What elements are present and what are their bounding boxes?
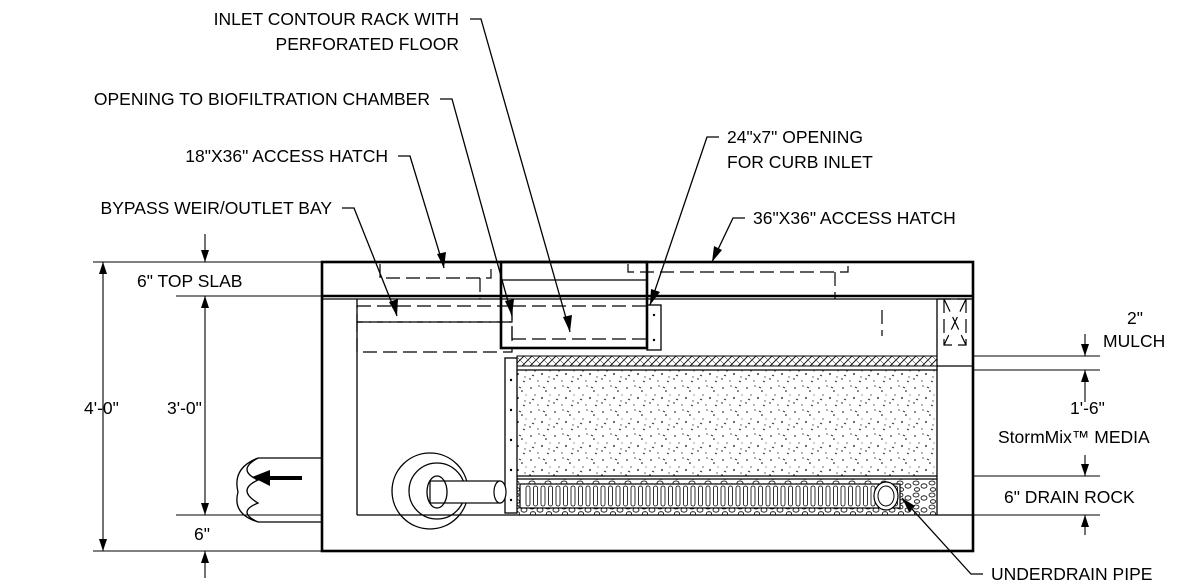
dim-mulch-label: MULCH (1103, 331, 1165, 351)
label-inlet-rack-2: PERFORATED FLOOR (276, 34, 459, 54)
leader-lines (342, 18, 983, 575)
pipe-corrugation (720, 485, 726, 507)
pipe-corrugation (825, 485, 831, 507)
pipe-corrugation (540, 485, 546, 507)
pipe-corrugation (758, 485, 763, 507)
dimension-lines (93, 234, 1100, 578)
pipe-corrugation (645, 485, 651, 507)
dim-bottom-slab: 6" (194, 524, 210, 544)
pipe-corrugation (533, 485, 538, 507)
curb-inlet-box (499, 260, 662, 351)
pipe-corrugation (585, 485, 591, 507)
pipe-corrugation (630, 485, 636, 507)
pipe-corrugation (788, 485, 793, 507)
dim-media-thickness: 1'-6" (1070, 398, 1105, 418)
underdrain-pipe (519, 481, 901, 511)
pipe-corrugation (675, 485, 681, 507)
label-access-hatch-36x36: 36"X36" ACCESS HATCH (753, 208, 956, 228)
label-inlet-rack-1: INLET CONTOUR RACK WITH (214, 9, 459, 29)
label-opening-biofiltration: OPENING TO BIOFILTRATION CHAMBER (94, 89, 430, 109)
pipe-corrugation (750, 485, 756, 507)
pipe-corrugation (728, 485, 733, 507)
dim-mulch-thickness: 2" (1127, 308, 1143, 328)
pipe-corrugation (653, 485, 658, 507)
pipe-corrugation (810, 485, 816, 507)
dim-overall-height: 4'-0" (84, 398, 119, 418)
label-curb-opening-2: FOR CURB INLET (727, 152, 873, 172)
pipe-corrugation (773, 485, 778, 507)
pipe-corrugation (690, 485, 696, 507)
pipe-corrugation (705, 485, 711, 507)
dim-media-label: StormMix™ MEDIA (998, 427, 1150, 447)
label-access-hatch-18x36: 18"X36" ACCESS HATCH (185, 146, 388, 166)
pipe-corrugation (818, 485, 823, 507)
pipe-corrugation (578, 485, 583, 507)
pipe-corrugation (570, 485, 576, 507)
pipe-corrugation (615, 485, 621, 507)
dim-chamber-height: 3'-0" (167, 398, 202, 418)
pipe-corrugation (555, 485, 561, 507)
pipe-corrugation (743, 485, 748, 507)
pipe-corrugation (765, 485, 771, 507)
pipe-corrugation (713, 485, 718, 507)
pipe-corrugation (833, 485, 838, 507)
pipe-corrugation (735, 485, 741, 507)
pipe-corrugation (855, 485, 861, 507)
pipe-corrugation (608, 485, 613, 507)
pipe-corrugation (525, 485, 531, 507)
pipe-corrugation (803, 485, 808, 507)
pipe-corrugation (548, 485, 553, 507)
pipe-corrugation (795, 485, 801, 507)
dim-top-slab: 6" TOP SLAB (137, 271, 242, 291)
pipe-corrugation (660, 485, 666, 507)
label-curb-opening-1: 24"x7" OPENING (727, 127, 863, 147)
pipe-corrugation (780, 485, 786, 507)
label-bypass-weir: BYPASS WEIR/OUTLET BAY (101, 198, 333, 218)
hidden-lines (356, 264, 973, 353)
pipe-corrugation (698, 485, 703, 507)
pipe-corrugation (683, 485, 688, 507)
dimension-labels: 6" TOP SLAB 4'-0" 3'-0" 6" 2" MULCH 1'-6… (84, 271, 1165, 544)
pipe-corrugation (848, 485, 853, 507)
pipe-corrugation (840, 485, 846, 507)
pipe-corrugation (863, 485, 868, 507)
callout-labels: INLET CONTOUR RACK WITH PERFORATED FLOOR… (94, 9, 1153, 583)
pipe-corrugation (668, 485, 673, 507)
pipe-corrugation (623, 485, 628, 507)
dim-drain-rock: 6" DRAIN ROCK (1004, 487, 1135, 507)
weir-wall (504, 357, 518, 514)
pipe-corrugation (600, 485, 606, 507)
pipe-corrugation (563, 485, 568, 507)
pipe-corrugation (593, 485, 598, 507)
label-underdrain-pipe: UNDERDRAIN PIPE (991, 564, 1152, 583)
outlet-pipe (236, 452, 507, 530)
pipe-corrugation (638, 485, 643, 507)
